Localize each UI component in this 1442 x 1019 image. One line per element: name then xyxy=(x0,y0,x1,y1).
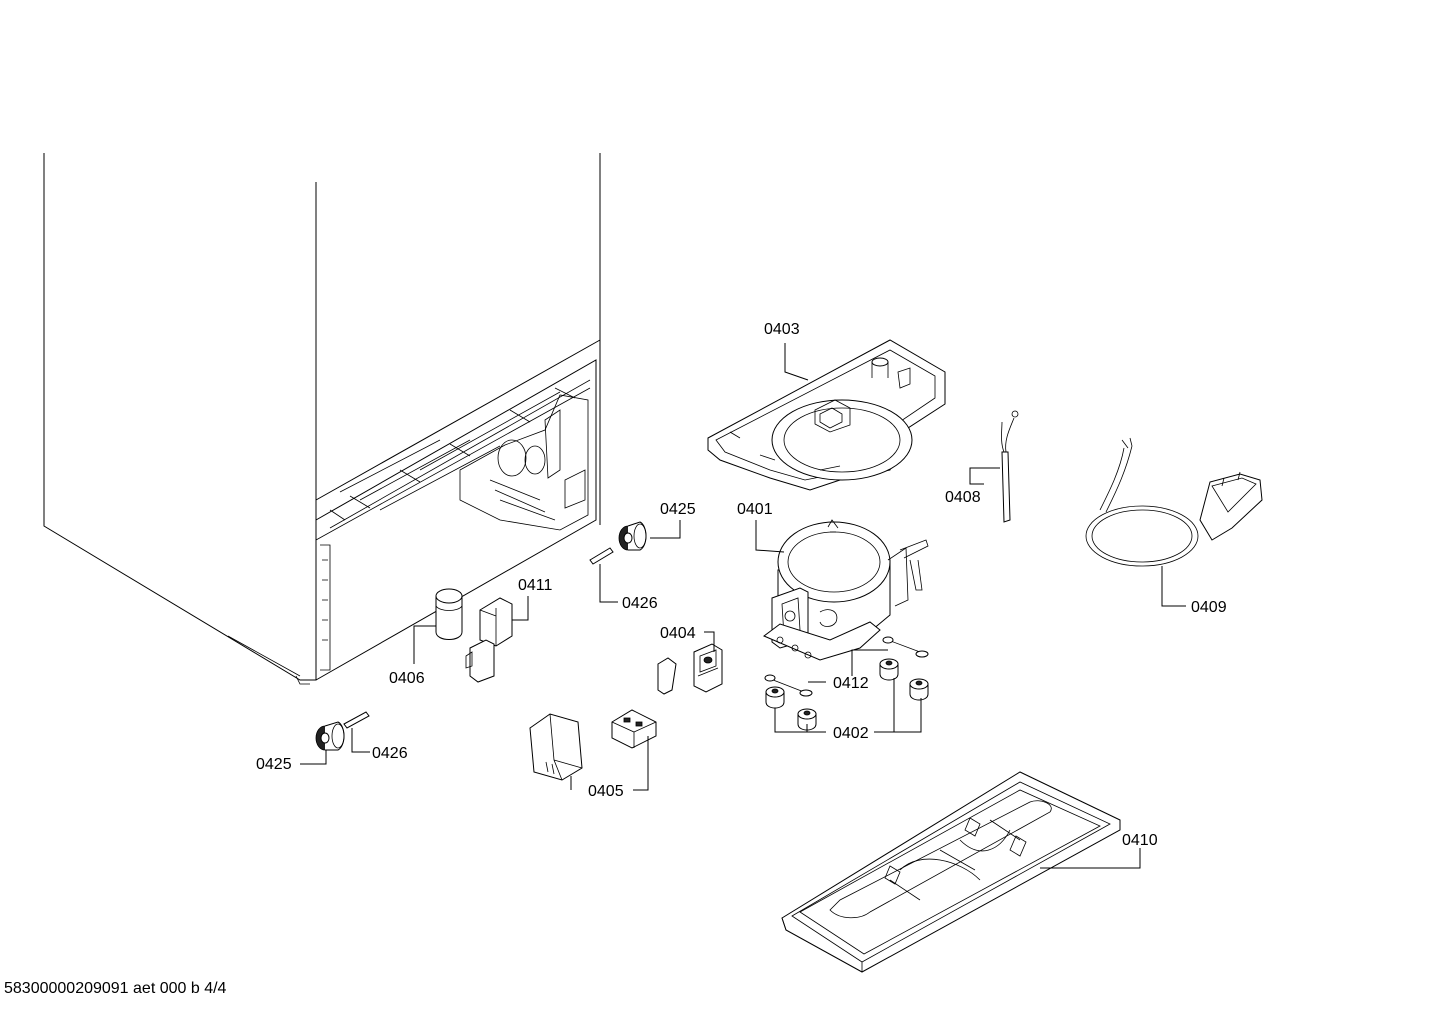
part-0401-compressor xyxy=(763,519,929,661)
part-0405-protector xyxy=(529,709,657,781)
part-0408-sensor xyxy=(1001,410,1019,523)
part-0412-clips xyxy=(764,636,929,697)
label-0405: 0405 xyxy=(588,783,624,800)
label-0411: 0411 xyxy=(518,577,553,594)
label-0426-lower: 0426 xyxy=(372,745,408,762)
label-0404: 0404 xyxy=(660,625,696,642)
part-0426-axle-upper xyxy=(589,547,614,565)
part-0425-wheel-upper xyxy=(618,521,647,551)
document-code-footer: 58300000209091 aet 000 b 4/4 xyxy=(4,980,227,997)
part-0403-compressor-cover xyxy=(707,339,946,491)
part-0404-starter xyxy=(657,643,723,695)
label-0408: 0408 xyxy=(945,489,981,506)
part-0402-rubber-feet xyxy=(765,658,929,731)
label-0409: 0409 xyxy=(1191,599,1227,616)
part-0425-wheel-lower xyxy=(315,721,345,751)
part-0409-power-cord xyxy=(1085,437,1263,567)
label-0403: 0403 xyxy=(764,321,800,338)
label-0412: 0412 xyxy=(833,675,869,692)
label-0406: 0406 xyxy=(389,670,425,687)
part-0410-base-plate xyxy=(781,771,1121,973)
part-0426-axle-lower xyxy=(343,711,370,729)
appliance-cabinet xyxy=(43,153,601,685)
part-0411-holder xyxy=(465,597,513,683)
leader-lines xyxy=(300,343,1186,869)
label-0401: 0401 xyxy=(737,501,773,518)
part-0406-capacitor xyxy=(435,588,463,640)
part-labels: 0403 0401 0408 0409 0425 0426 0411 0406 … xyxy=(256,321,1227,849)
label-0426-upper: 0426 xyxy=(622,595,658,612)
label-0425-upper: 0425 xyxy=(660,501,696,518)
label-0410: 0410 xyxy=(1122,832,1158,849)
label-0425-lower: 0425 xyxy=(256,756,292,773)
label-0402: 0402 xyxy=(833,725,869,742)
